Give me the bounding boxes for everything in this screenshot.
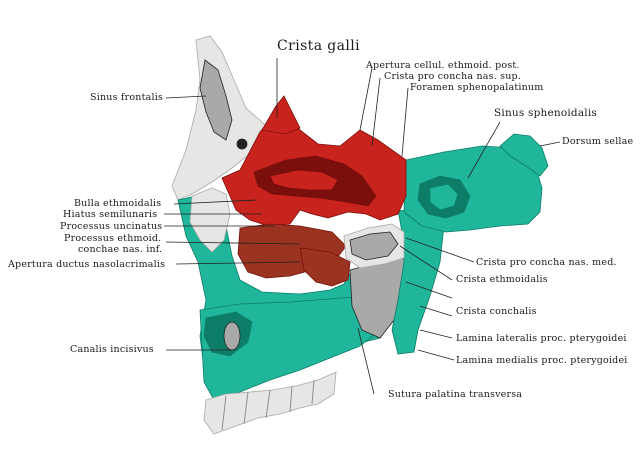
label-crista-conchalis: Crista conchalis (456, 306, 537, 317)
dorsum-sellae-process (499, 133, 549, 177)
leader-lines (164, 58, 561, 395)
sphenoid-sinus-interior (429, 183, 459, 211)
label-dorsum-sellae: Dorsum sellae (562, 136, 634, 147)
teeth-separations (221, 379, 315, 431)
label-crista-pro-concha-sup: Crista pro concha nas. sup. (384, 71, 522, 82)
frontal-sinus-opening (236, 138, 248, 150)
label-sinus-sphenoidalis: Sinus sphenoidalis (494, 107, 598, 119)
label-sinus-frontalis: Sinus frontalis (90, 92, 164, 103)
label-processus-uncinatus: Processus uncinatus (60, 221, 163, 232)
ethmoid-cells-highlight (269, 169, 339, 191)
label-conchae-nas-inf: conchae nas. inf. (78, 244, 163, 255)
crista-galli-shape (261, 95, 301, 135)
label-apertura-cellul: Apertura cellul. ethmoid. post. (366, 60, 520, 71)
inferior-concha-base (299, 247, 351, 287)
label-bulla-ethmoidalis: Bulla ethmoidalis (74, 198, 162, 209)
label-processus-ethmoid: Processus ethmoid. (64, 233, 162, 244)
label-hiatus-semilunaris: Hiatus semilunaris (63, 209, 158, 220)
label-crista-pro-concha-med: Crista pro concha nas. med. (476, 257, 617, 268)
label-foramen-sphenopalatinum: Foramen sphenopalatinum (410, 82, 544, 93)
label-crista-galli: Crista galli (277, 38, 361, 54)
lacrimal-region (189, 187, 231, 253)
label-crista-ethmoidalis: Crista ethmoidalis (456, 274, 548, 285)
label-sutura-palatina-transversa: Sutura palatina transversa (388, 389, 523, 400)
teeth-row (203, 371, 337, 435)
incisive-canal-opening (223, 321, 241, 351)
label-apertura-ductus-nasolacrimalis: Apertura ductus nasolacrimalis (8, 259, 166, 270)
label-lamina-medialis: Lamina medialis proc. pterygoidei (456, 355, 628, 366)
palatine-vertical-plate-shade (349, 231, 399, 261)
label-canalis-incisivus: Canalis incisivus (70, 344, 154, 355)
label-lamina-lateralis: Lamina lateralis proc. pterygoidei (456, 333, 627, 344)
